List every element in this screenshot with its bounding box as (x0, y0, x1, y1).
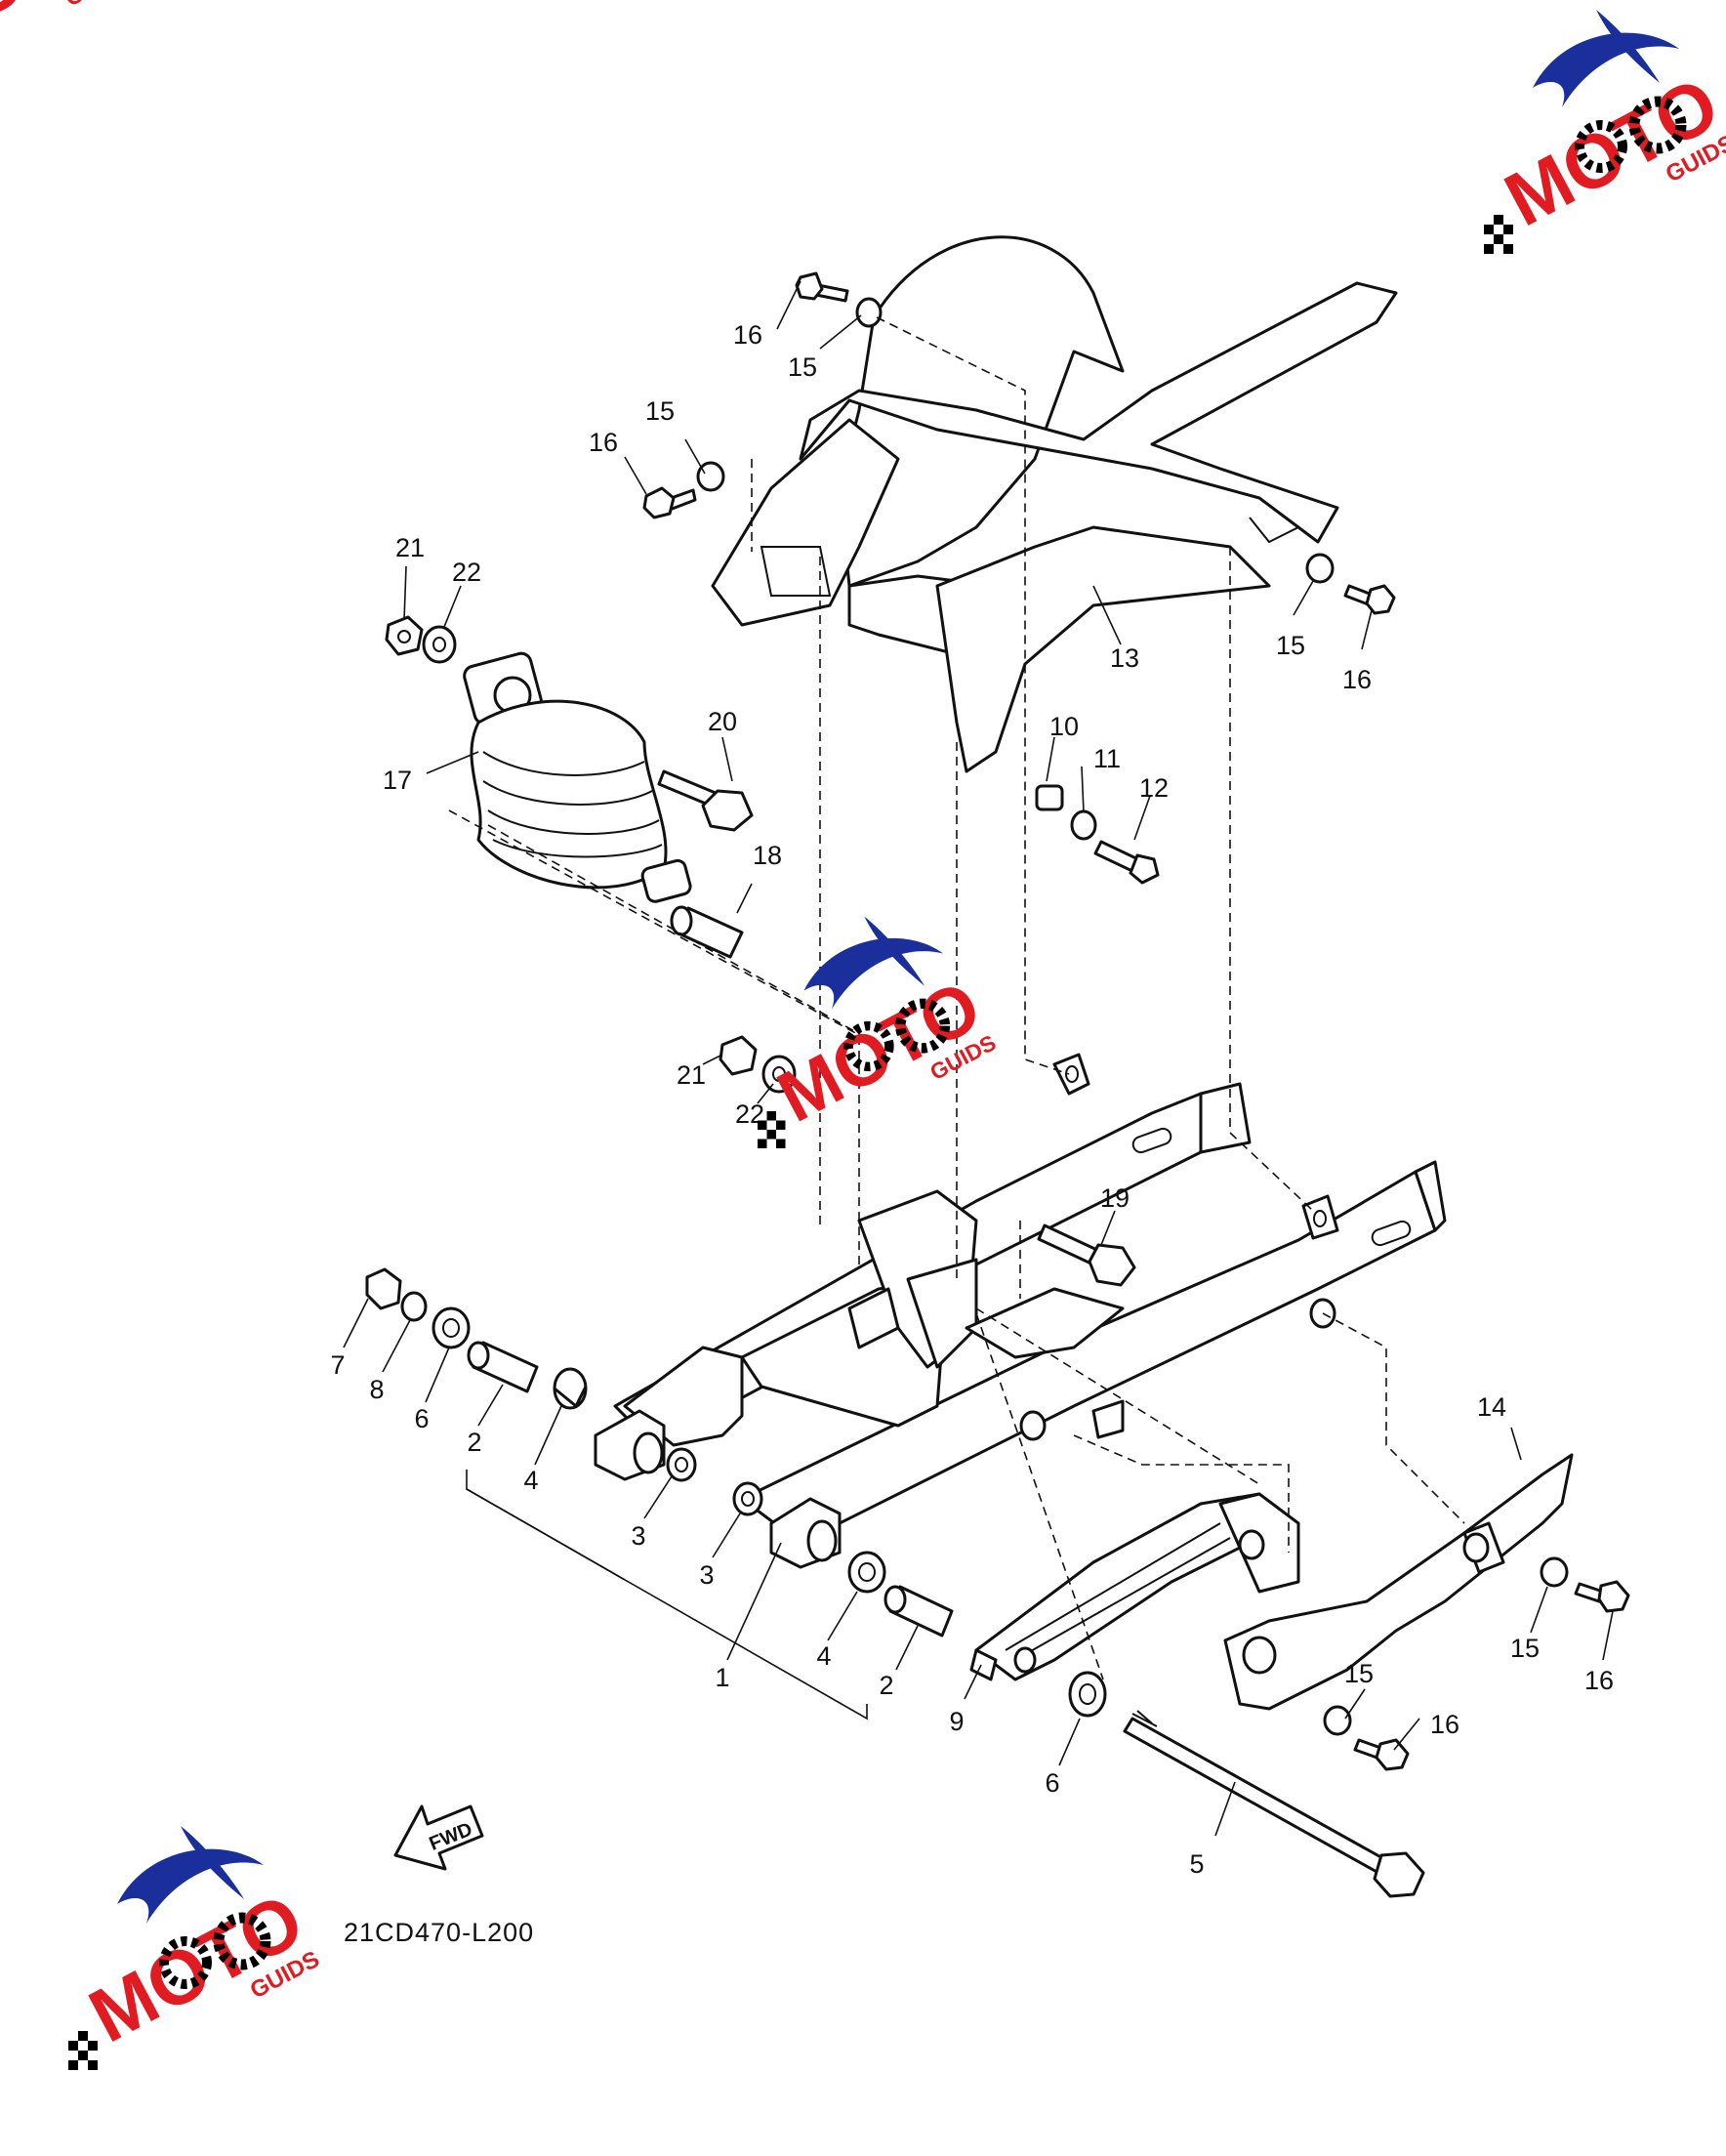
washer-15-e (1323, 1705, 1352, 1736)
callout-16-c: 16 (1342, 665, 1372, 694)
callout-21-a: 21 (395, 533, 425, 562)
seal-6-left (432, 1306, 471, 1349)
callout-3-b: 3 (699, 1560, 714, 1590)
logo-bottom-left (68, 1826, 325, 2075)
fwd-arrow: FWD (393, 1804, 484, 1871)
bolt-16-b (642, 486, 697, 519)
collar-2-right (884, 1585, 954, 1638)
callout-4-a: 4 (523, 1466, 538, 1495)
callout-3-a: 3 (631, 1521, 645, 1551)
bolt-20 (657, 769, 754, 832)
bearing-4-right (847, 1551, 886, 1594)
callout-labels: 16 15 15 16 21 22 13 15 16 20 17 10 11 1… (330, 320, 1614, 1879)
washer-3-b (732, 1481, 763, 1516)
logo-guids-text: GUIDS (61, 0, 139, 12)
moto-guids-logo: MOTO GUIDS (0, 0, 139, 66)
leader-lines (343, 280, 1614, 1837)
nut-7 (365, 1267, 402, 1310)
callout-15-a: 15 (788, 352, 817, 382)
callout-15-e: 15 (1344, 1659, 1374, 1688)
collar-18 (670, 905, 744, 959)
callout-4-b: 4 (816, 1641, 831, 1671)
chain-slider-9 (969, 1492, 1300, 1681)
callout-16-a: 16 (733, 320, 762, 350)
callout-6-a: 6 (414, 1404, 429, 1433)
callout-10: 10 (1049, 712, 1079, 741)
callout-16-d: 16 (1584, 1666, 1614, 1695)
callout-2-a: 2 (467, 1428, 481, 1457)
pivot-shaft-5 (1123, 1710, 1425, 1898)
callout-16-e: 16 (1430, 1710, 1459, 1739)
callout-15-c: 15 (1276, 631, 1305, 660)
bolt-16-e (1353, 1738, 1410, 1771)
swingarm-body (594, 1053, 1447, 1569)
callout-6-b: 6 (1045, 1768, 1059, 1798)
bolt-16-a (795, 271, 849, 303)
bolt-19 (1037, 1223, 1136, 1287)
callout-9: 9 (949, 1707, 964, 1736)
bearing-4-left (553, 1367, 588, 1410)
rear-shock-17 (463, 651, 692, 903)
callout-18: 18 (753, 841, 782, 870)
washer-11 (1070, 809, 1097, 841)
callout-17: 17 (383, 766, 412, 795)
callout-8: 8 (369, 1375, 384, 1404)
callout-15-d: 15 (1510, 1634, 1540, 1663)
rear-fender-13 (711, 235, 1398, 773)
callout-12: 12 (1139, 773, 1169, 803)
washer-15-d (1540, 1556, 1569, 1588)
callout-15-b: 15 (645, 396, 675, 426)
callout-5: 5 (1189, 1849, 1204, 1879)
callout-7: 7 (330, 1350, 345, 1380)
logo-center (758, 917, 1002, 1153)
callout-11: 11 (1093, 744, 1121, 773)
nut-21-top (385, 615, 424, 656)
bolt-12 (1093, 840, 1160, 885)
part-code: 21CD470-L200 (344, 1918, 534, 1947)
logo-top-right (1484, 10, 1726, 259)
callout-2-b: 2 (879, 1671, 893, 1700)
washer-15-c (1305, 553, 1335, 584)
washer-22-top (422, 625, 457, 664)
callout-20: 20 (708, 707, 737, 736)
callout-21-b: 21 (677, 1060, 706, 1090)
callout-22-a: 22 (452, 558, 481, 587)
washer-15-b (696, 461, 725, 492)
bolt-16-c (1343, 584, 1396, 615)
callout-16-b: 16 (589, 428, 618, 457)
callout-1: 1 (715, 1663, 729, 1692)
bolt-16-d (1574, 1580, 1630, 1613)
nut-21-mid (719, 1035, 758, 1076)
washer-15-a (855, 297, 883, 328)
washer-8 (400, 1291, 428, 1322)
seal-6-right (1068, 1671, 1107, 1718)
callout-13: 13 (1110, 643, 1139, 673)
callout-19: 19 (1100, 1183, 1130, 1213)
logo-moto-text: MOTO (0, 0, 131, 66)
washer-3-a (666, 1447, 697, 1482)
collar-2-left (467, 1341, 539, 1393)
chain-guard-14 (1223, 1453, 1574, 1711)
collar-10 (1035, 784, 1064, 811)
callout-14: 14 (1477, 1392, 1506, 1422)
